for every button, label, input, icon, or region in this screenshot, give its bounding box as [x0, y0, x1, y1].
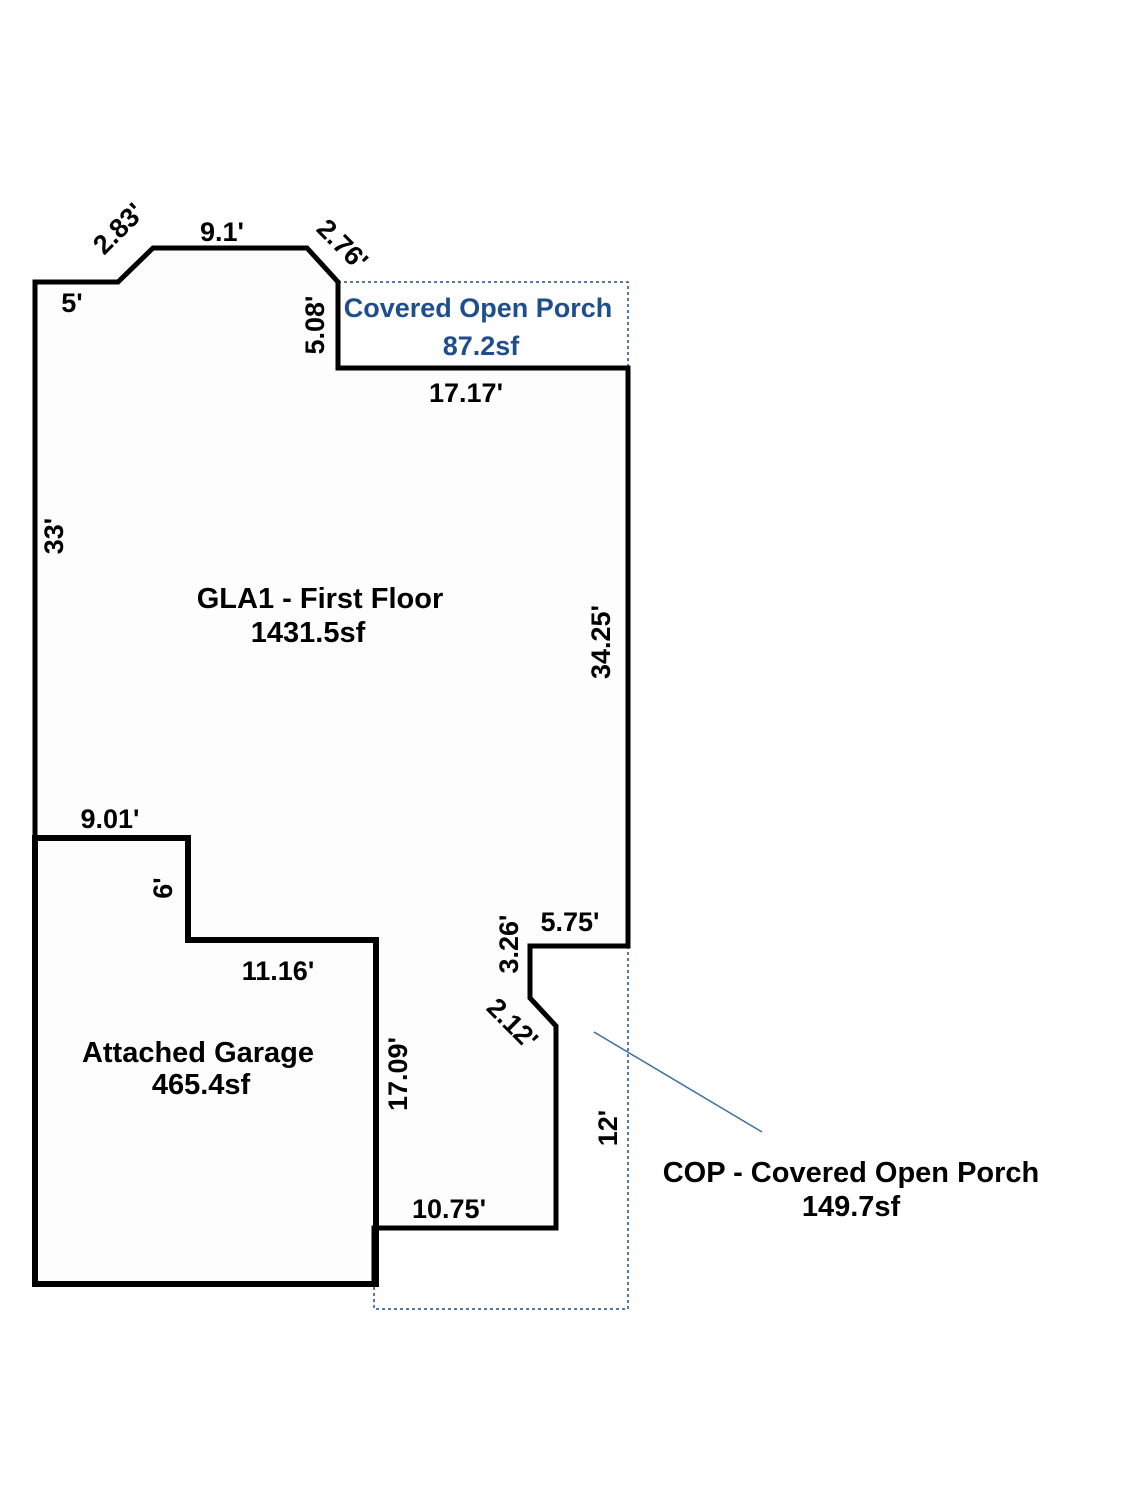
dim-garage-right: 17.09' — [383, 1037, 413, 1111]
dim-notch-top: 5.75' — [541, 907, 600, 937]
garage-name: Attached Garage — [82, 1037, 314, 1069]
top-porch-outline — [338, 281, 629, 368]
side-porch-outline — [373, 946, 629, 1310]
porch-leader-line — [593, 1031, 763, 1133]
dim-notch-vertical: 3.26' — [494, 915, 524, 974]
dim-top: 9.1' — [200, 217, 244, 247]
dim-garage-step: 6' — [148, 877, 178, 898]
garage-area: 465.4sf — [152, 1069, 251, 1101]
top-porch-area: 87.2sf — [443, 331, 521, 361]
dim-top-left-diag: 2.83' — [87, 197, 150, 260]
dim-side-porch-height: 12' — [593, 1110, 623, 1146]
gla-area: 1431.5sf — [251, 617, 366, 649]
dim-garage-mid: 11.16' — [242, 956, 315, 986]
dim-bottom: 10.75' — [412, 1194, 486, 1224]
dim-left-wall: 33' — [39, 518, 69, 554]
gla-outline — [32, 245, 631, 1287]
garage-outline — [32, 835, 379, 1287]
dim-porch-bottom: 17.17' — [429, 378, 503, 408]
side-porch-name: COP - Covered Open Porch — [663, 1157, 1040, 1189]
side-porch-area: 149.7sf — [802, 1191, 901, 1223]
gla-name: GLA1 - First Floor — [197, 583, 444, 615]
dim-porch-step: 5.08' — [300, 296, 330, 355]
dim-top-left-step: 5' — [61, 288, 82, 318]
dim-right-wall: 34.25' — [586, 605, 616, 679]
dim-garage-top: 9.01' — [81, 804, 140, 834]
top-porch-name: Covered Open Porch — [344, 293, 613, 323]
